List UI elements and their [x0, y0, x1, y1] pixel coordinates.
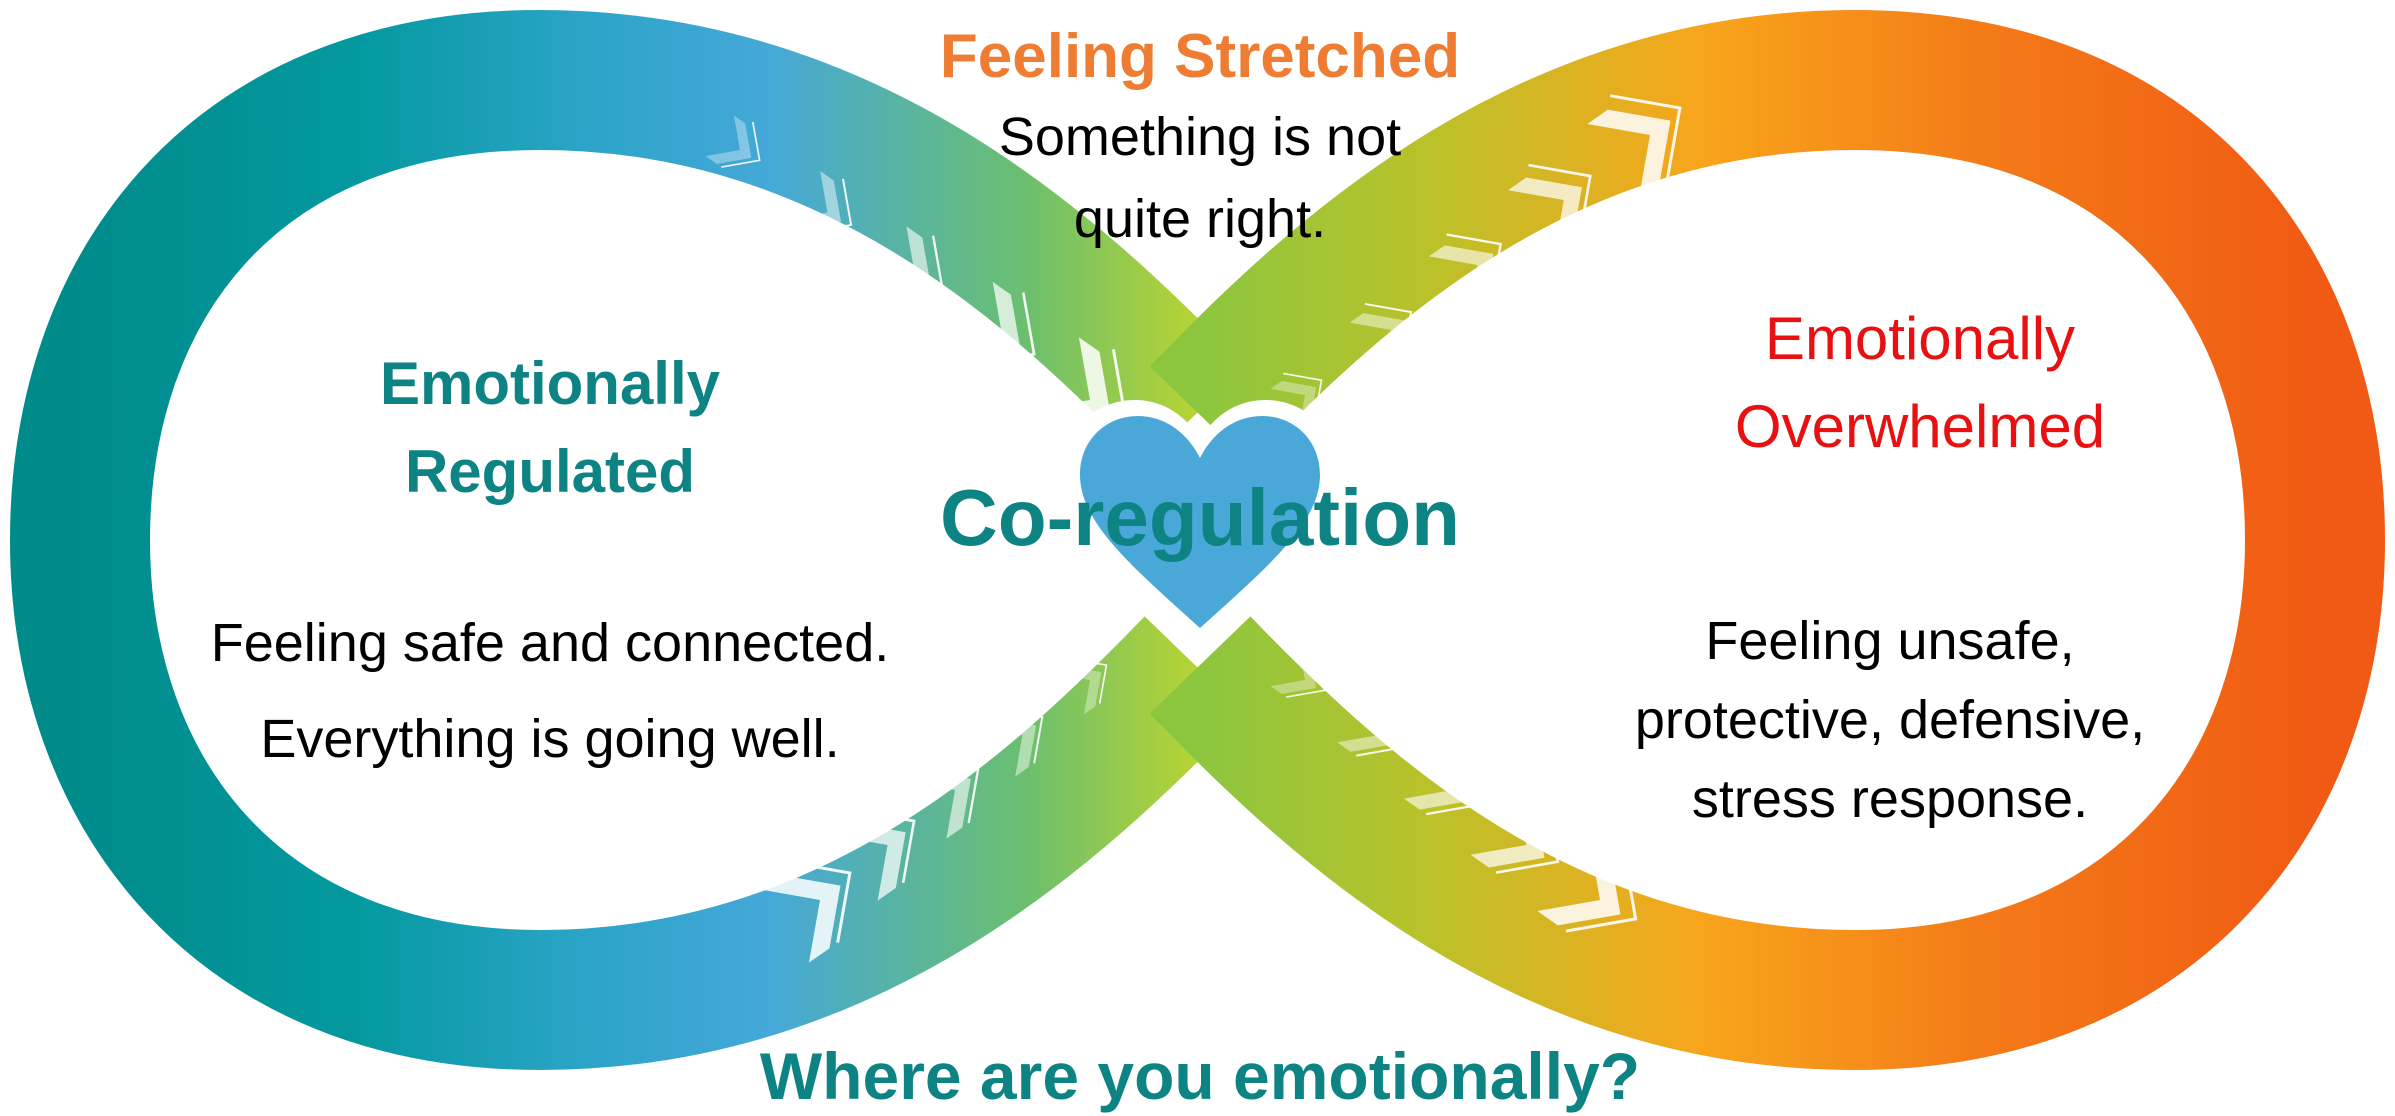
center-title: Co-regulation: [940, 473, 1460, 562]
right-loop: [1149, 9, 2386, 1071]
chevron-mark: [1537, 837, 1638, 933]
right-title: Emotionally Overwhelmed: [1620, 295, 2220, 471]
chevron-mark: [980, 707, 1044, 777]
chevron-mark: [757, 859, 852, 963]
heart-icon: [1062, 400, 1338, 650]
regulated-line-1: Feeling safe and connected.: [210, 613, 890, 673]
regulated-title-line-1: Emotionally: [379, 350, 721, 417]
chevron-mark: [705, 115, 761, 168]
regulated-title-line-2: Regulated: [404, 438, 696, 505]
overwhelmed-line-3: stress response.: [1691, 769, 2089, 829]
chevron-mark: [866, 226, 944, 301]
decorative-chevrons: [705, 94, 1682, 963]
overwhelmed-title-line-1: Emotionally: [1764, 305, 2076, 372]
bottom-question: Where are you emotionally?: [759, 1039, 1641, 1113]
chevron-mark: [831, 808, 916, 901]
chevron-mark: [1587, 94, 1682, 198]
regulated-line-2: Everything is going well.: [260, 709, 840, 769]
left-title: Emotionally Regulated: [250, 340, 850, 516]
right-description: Feeling unsafe, protective, defensive, s…: [1560, 602, 2220, 839]
overwhelmed-line-1: Feeling unsafe,: [1705, 611, 2075, 671]
stretched-line-2: quite right.: [1073, 189, 1327, 249]
left-loop: [9, 9, 1246, 1071]
overwhelmed-line-2: protective, defensive,: [1634, 690, 2146, 750]
left-description: Feeling safe and connected. Everything i…: [170, 595, 930, 787]
chevron-mark: [1270, 645, 1326, 698]
chevron-mark: [1403, 741, 1482, 816]
infinity-diagram: [9, 9, 2386, 1071]
chevron-mark: [1508, 163, 1592, 256]
overwhelmed-title-line-2: Overwhelmed: [1734, 393, 2106, 460]
chevron-mark: [946, 281, 1036, 367]
chevron-mark: [1428, 233, 1503, 314]
stretched-title: Feeling Stretched: [939, 22, 1461, 91]
chevron-mark: [1470, 789, 1560, 874]
chevron-mark: [906, 758, 980, 839]
chevron-mark: [785, 170, 853, 235]
chevron-mark: [1349, 302, 1413, 372]
top-section: Feeling Stretched Something is not quite…: [900, 18, 1500, 260]
stretched-line-1: Something is not: [998, 107, 1402, 167]
chevron-mark: [1337, 693, 1404, 757]
chevron-mark: [1055, 657, 1108, 715]
